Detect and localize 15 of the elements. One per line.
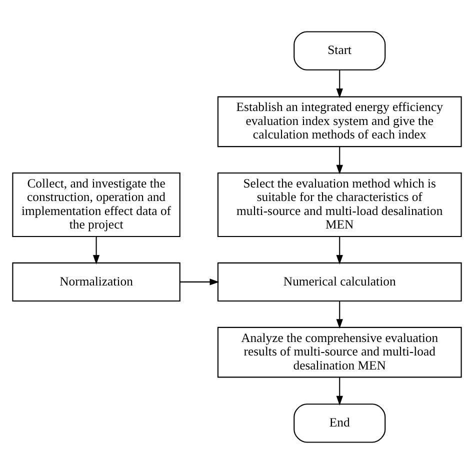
arrow [336, 377, 343, 406]
arrow [336, 146, 343, 174]
node-box: Collect, and investigate the construction, operation and implementation effect data of the project [12, 172, 180, 237]
node-box: Numerical calculation [217, 262, 462, 302]
node-box: Normalization [12, 262, 180, 302]
node-box: Start [294, 31, 386, 70]
node-box: End [294, 404, 386, 443]
node-box: Analyze the comprehensive evaluation results of multi-source and multi-load desalination MEN [217, 326, 462, 378]
arrow [336, 70, 343, 98]
arrow [92, 236, 100, 264]
arrow [180, 278, 220, 286]
arrow [336, 236, 343, 264]
node-box: Select the evaluation method which is suitable for the characteristics of multi-source and multi-load desalination MEN [217, 172, 462, 237]
node-box: Establish an integrated energy efficiency evaluation index system and give the calculation methods of each index [217, 96, 462, 148]
arrow [336, 301, 343, 329]
